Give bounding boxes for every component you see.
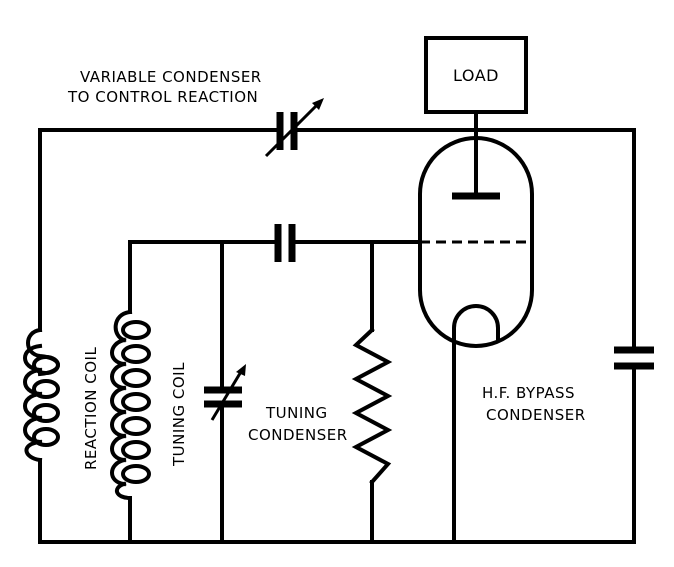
tuning-condenser-label-line1: TUNING	[265, 404, 328, 422]
tuning-coil	[110, 309, 151, 501]
tuning-condenser	[204, 364, 246, 421]
hf-bypass-condenser	[614, 346, 654, 370]
tuning-condenser-label-line2: CONDENSER	[248, 426, 348, 444]
tuning-coil-label: TUNING COIL	[170, 362, 188, 467]
wiring	[38, 110, 636, 544]
load-label: LOAD	[453, 66, 499, 85]
valve-filament	[452, 304, 500, 340]
reaction-coil	[23, 327, 60, 463]
bypass-label-line1: H.F. BYPASS	[482, 384, 575, 402]
variable-reaction-condenser	[264, 98, 324, 158]
valve-envelope	[418, 136, 534, 348]
reaction-coil-label: REACTION COIL	[82, 347, 100, 470]
variable-condenser-label-line1: VARIABLE CONDENSER	[80, 68, 262, 86]
bypass-label-line2: CONDENSER	[486, 406, 586, 424]
load-box	[424, 36, 528, 114]
grid-condenser	[274, 224, 296, 262]
valve	[418, 136, 534, 348]
grid-leak-resistor	[351, 327, 393, 485]
variable-condenser-label-line2: TO CONTROL REACTION	[67, 88, 258, 106]
